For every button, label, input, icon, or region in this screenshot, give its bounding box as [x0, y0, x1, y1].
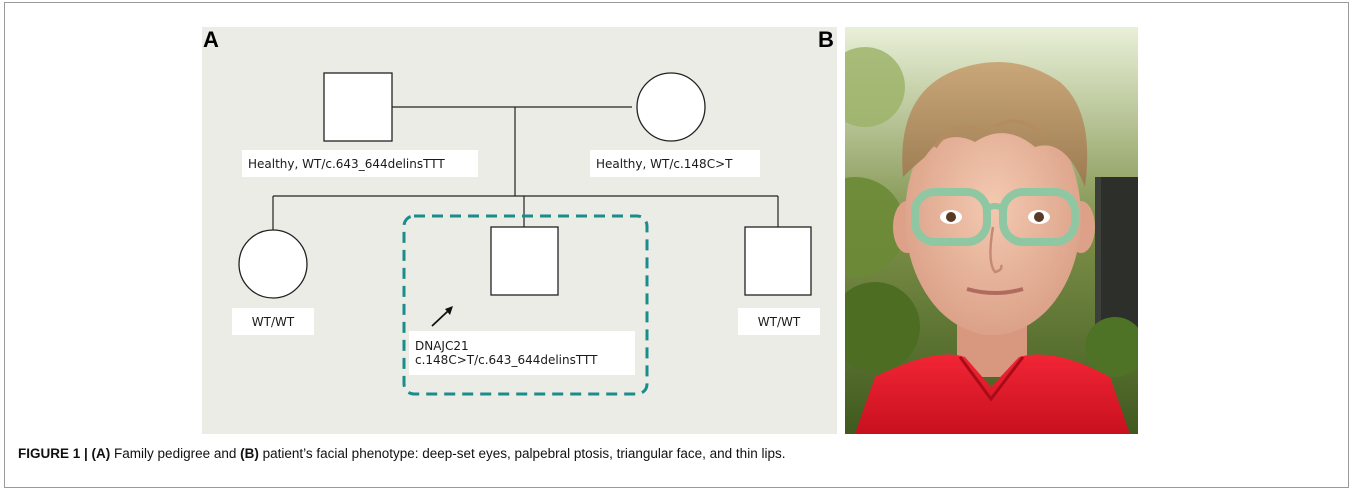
- pedigree-panel: Healthy, WT/c.643_644delinsTTT Healthy, …: [202, 27, 837, 434]
- sibling-left-circle: [238, 229, 308, 299]
- sibling-right-square: [744, 226, 812, 296]
- patient-photo: [845, 27, 1138, 434]
- mother-label: Healthy, WT/c.148C>T: [590, 150, 760, 177]
- proband-label: DNAJC21 c.148C>T/c.643_644delinsTTT: [409, 331, 635, 375]
- patient-face-photo-icon: [845, 27, 1138, 434]
- sibling-left-label: WT/WT: [232, 308, 314, 335]
- panel-a-letter: A: [203, 27, 219, 52]
- sibling-right-label: WT/WT: [738, 308, 820, 335]
- proband-arrow-icon: [431, 306, 453, 327]
- caption-part-b-marker: (B): [240, 446, 259, 461]
- mother-circle: [636, 72, 706, 142]
- proband-square: [490, 226, 559, 296]
- proband-genotype: c.148C>T/c.643_644delinsTTT: [415, 353, 598, 367]
- pedigree-diagram: [238, 72, 812, 396]
- father-label: Healthy, WT/c.643_644delinsTTT: [242, 150, 478, 177]
- father-square: [323, 72, 393, 142]
- proband-highlight-box: [402, 214, 649, 396]
- panel-b-letter: B: [818, 27, 834, 52]
- figure-label: FIGURE 1 |: [18, 446, 92, 461]
- proband-gene: DNAJC21: [415, 339, 469, 353]
- caption-part-b-text: patient’s facial phenotype: deep-set eye…: [258, 446, 786, 461]
- figure-caption: FIGURE 1 | (A) Family pedigree and (B) p…: [18, 446, 785, 461]
- caption-part-a-marker: (A): [91, 446, 111, 461]
- caption-part-a-text: Family pedigree and: [110, 446, 241, 461]
